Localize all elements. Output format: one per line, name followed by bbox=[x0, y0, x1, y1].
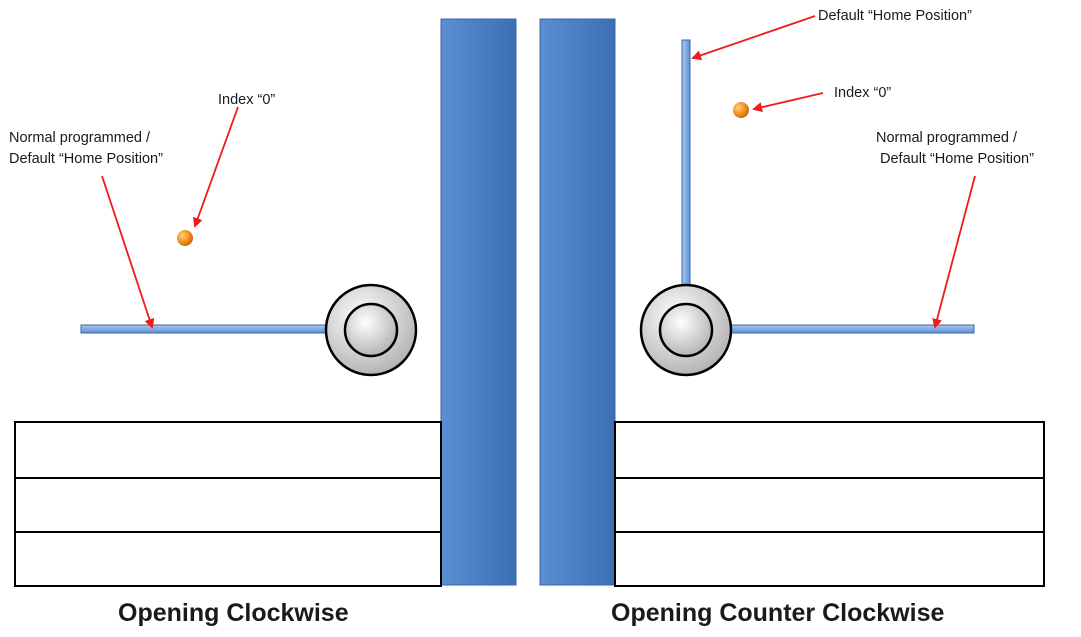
right-default-home-arrow bbox=[691, 15, 816, 61]
left-home-arrow bbox=[101, 175, 155, 329]
right-caption: Opening Counter Clockwise bbox=[611, 599, 945, 627]
right-home-arrow bbox=[932, 175, 976, 329]
left-home-label-line1: Normal programmed / bbox=[9, 130, 151, 146]
right-index-label: Index “0” bbox=[834, 85, 892, 101]
right-pivot-hub bbox=[639, 283, 733, 377]
left-pivot-hub bbox=[324, 283, 418, 377]
left-caption: Opening Clockwise bbox=[118, 599, 349, 627]
right-home-label-line2: Default “Home Position” bbox=[880, 151, 1034, 167]
right-arm-vertical bbox=[681, 39, 691, 291]
right-default-home-label: Default “Home Position” bbox=[818, 8, 972, 24]
left-index-marker bbox=[177, 230, 193, 246]
left-index-arrow bbox=[193, 106, 239, 228]
right-home-label-line1: Normal programmed / bbox=[876, 130, 1018, 146]
right-index-arrow bbox=[752, 92, 824, 113]
right-index-marker bbox=[733, 102, 749, 118]
left-door-panel bbox=[440, 18, 517, 586]
left-index-label: Index “0” bbox=[218, 92, 276, 108]
right-base-stack bbox=[614, 421, 1045, 587]
right-door-panel bbox=[539, 18, 616, 586]
left-base-stack bbox=[14, 421, 442, 587]
left-home-label-line2: Default “Home Position” bbox=[9, 151, 163, 167]
